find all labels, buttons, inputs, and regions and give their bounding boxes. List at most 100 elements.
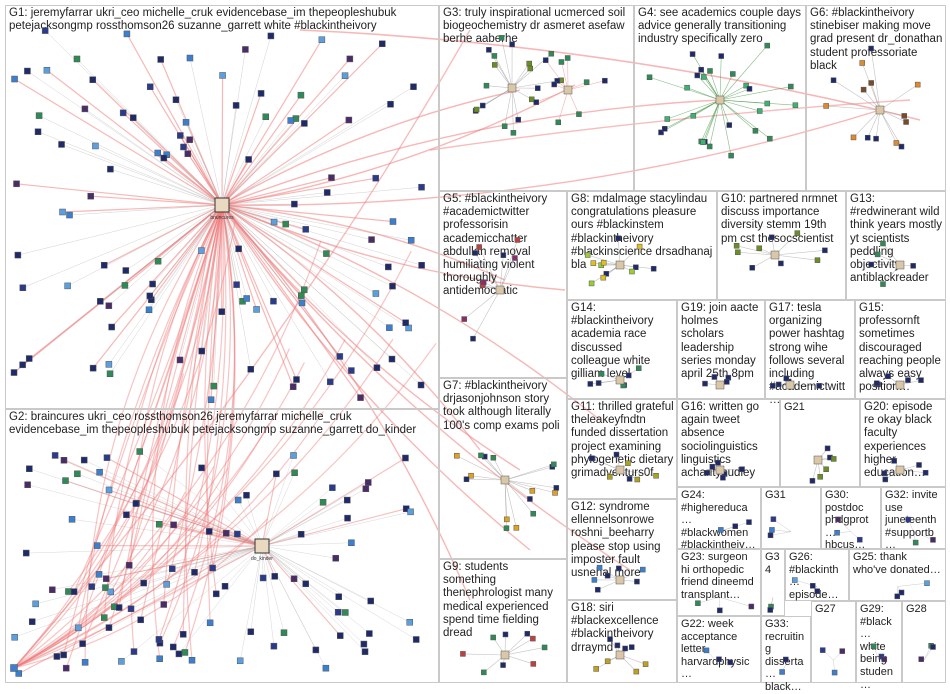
node — [746, 520, 751, 525]
node — [591, 261, 596, 266]
node — [293, 377, 299, 383]
node — [757, 109, 762, 114]
node — [703, 381, 708, 386]
node — [765, 101, 770, 106]
node — [88, 193, 94, 199]
node — [810, 478, 815, 483]
node — [627, 476, 632, 481]
node — [906, 517, 911, 522]
node — [211, 383, 217, 389]
node — [248, 629, 254, 635]
node — [301, 120, 307, 126]
node — [795, 231, 800, 236]
node — [716, 657, 721, 662]
node — [181, 144, 187, 150]
node — [71, 589, 77, 595]
node — [695, 73, 700, 78]
node — [198, 248, 204, 254]
node — [727, 123, 732, 128]
node — [602, 78, 607, 83]
node — [735, 250, 740, 255]
node — [740, 467, 745, 472]
node — [82, 659, 88, 665]
node — [385, 264, 391, 270]
node — [786, 381, 794, 389]
node — [464, 477, 469, 482]
node — [899, 144, 904, 149]
node — [320, 499, 326, 505]
node — [462, 317, 467, 322]
node — [348, 368, 354, 374]
node — [869, 80, 874, 85]
node — [345, 515, 351, 521]
node — [605, 573, 610, 578]
hub-label: do_kinder — [251, 556, 273, 562]
node — [705, 470, 710, 475]
node — [637, 244, 642, 249]
node — [124, 31, 130, 37]
node — [484, 83, 489, 88]
node — [599, 371, 604, 376]
node — [313, 647, 319, 653]
node — [503, 632, 508, 637]
node — [342, 609, 348, 615]
node — [138, 617, 144, 623]
node — [865, 135, 870, 140]
node — [623, 646, 628, 651]
node — [911, 263, 916, 268]
node — [290, 384, 296, 390]
node — [82, 106, 88, 112]
node — [733, 524, 738, 529]
node — [342, 73, 348, 79]
node — [147, 84, 153, 90]
node — [75, 625, 81, 631]
node — [861, 87, 866, 92]
node — [480, 103, 485, 108]
node — [97, 298, 103, 304]
node — [718, 527, 723, 532]
node — [89, 584, 95, 590]
node — [243, 492, 249, 498]
node — [712, 374, 717, 379]
node — [126, 562, 132, 568]
node — [164, 581, 170, 587]
node — [634, 579, 639, 584]
node — [691, 113, 696, 118]
node — [525, 631, 530, 636]
node — [118, 658, 124, 664]
node — [81, 457, 87, 463]
node — [923, 470, 928, 475]
node — [477, 245, 482, 250]
node — [542, 645, 547, 650]
node — [883, 477, 888, 482]
node — [131, 649, 137, 655]
node — [319, 37, 325, 43]
node — [815, 589, 820, 594]
node — [874, 136, 879, 141]
node — [199, 348, 205, 354]
node — [268, 33, 274, 39]
node — [501, 651, 509, 659]
node — [640, 567, 645, 572]
node — [222, 583, 228, 589]
node — [408, 237, 414, 243]
node — [106, 303, 112, 309]
node — [106, 625, 112, 631]
node — [246, 156, 252, 162]
node — [220, 72, 226, 78]
node — [283, 221, 289, 227]
node — [875, 252, 880, 257]
node — [418, 382, 424, 388]
node — [94, 543, 100, 549]
node — [930, 644, 935, 649]
node — [270, 298, 276, 304]
node — [147, 293, 153, 299]
node — [814, 456, 822, 464]
node — [851, 135, 856, 140]
node — [128, 606, 134, 612]
node — [133, 501, 139, 507]
node — [896, 381, 904, 389]
node — [469, 473, 474, 478]
node — [616, 376, 624, 384]
